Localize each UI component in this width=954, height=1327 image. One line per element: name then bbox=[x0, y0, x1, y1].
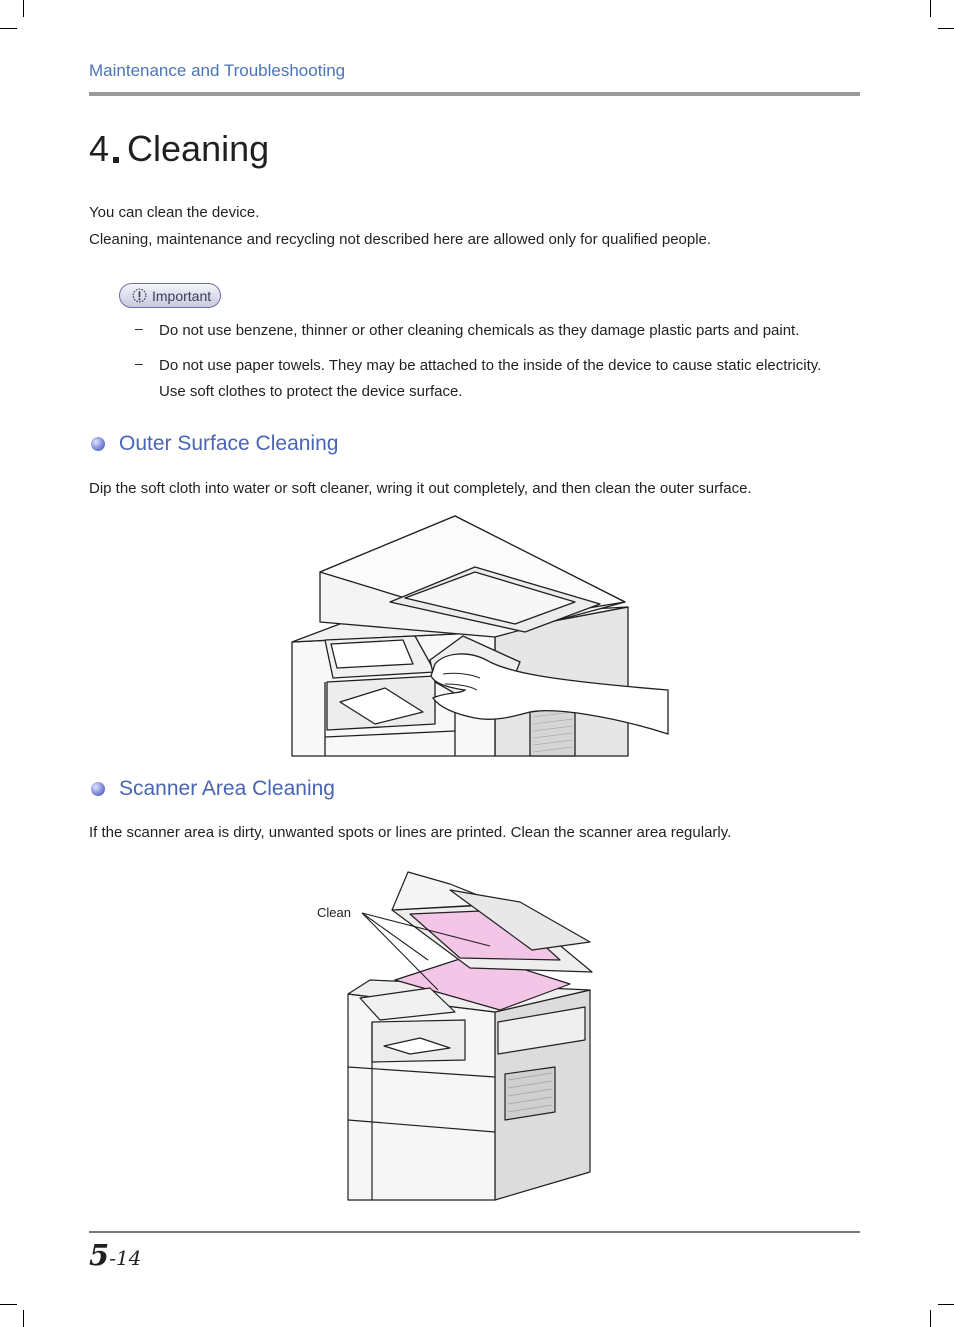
important-badge: Important bbox=[119, 283, 221, 308]
chapter-number: 5 bbox=[89, 1238, 110, 1272]
bullet-orb-icon bbox=[91, 782, 105, 796]
intro-paragraph: Cleaning, maintenance and recycling not … bbox=[89, 231, 712, 248]
outer-surface-text: Dip the soft cloth into water or soft cl… bbox=[89, 480, 752, 497]
important-icon bbox=[132, 288, 147, 303]
intro-paragraph: You can clean the device. bbox=[89, 204, 260, 221]
crop-mark bbox=[0, 28, 17, 29]
crop-mark bbox=[930, 0, 931, 17]
page-number: 5-14 bbox=[89, 1238, 141, 1272]
scanner-area-heading: Scanner Area Cleaning bbox=[91, 777, 335, 801]
scanner-area-title: Scanner Area Cleaning bbox=[119, 777, 335, 800]
crop-mark bbox=[23, 0, 24, 17]
bullet-orb-icon bbox=[91, 437, 105, 451]
crop-mark bbox=[23, 1310, 24, 1327]
outer-cleaning-illustration bbox=[291, 515, 669, 757]
important-item: Do not use paper towels. They may be att… bbox=[159, 357, 822, 374]
header-rule bbox=[89, 92, 860, 96]
page-number-suffix: -14 bbox=[109, 1246, 142, 1270]
clean-callout-label: Clean bbox=[317, 905, 351, 920]
important-item: Do not use benzene, thinner or other cle… bbox=[159, 322, 800, 339]
crop-mark bbox=[938, 28, 954, 29]
outer-surface-heading: Outer Surface Cleaning bbox=[91, 432, 338, 456]
footer-rule bbox=[89, 1231, 860, 1233]
scanner-cleaning-illustration bbox=[347, 871, 593, 1201]
running-header: Maintenance and Troubleshooting bbox=[89, 61, 346, 80]
crop-mark bbox=[0, 1304, 17, 1305]
important-item-continuation: Use soft clothes to protect the device s… bbox=[159, 383, 463, 400]
important-label: Important bbox=[152, 287, 212, 304]
section-title-text: Cleaning bbox=[127, 128, 270, 169]
crop-mark bbox=[930, 1310, 931, 1327]
section-number: 4 bbox=[89, 128, 110, 169]
page-title: 4 Cleaning bbox=[89, 128, 269, 170]
scanner-area-text: If the scanner area is dirty, unwanted s… bbox=[89, 824, 732, 841]
bullet-dash: – bbox=[135, 320, 143, 336]
crop-mark bbox=[938, 1304, 954, 1305]
bullet-dash: – bbox=[135, 355, 143, 371]
outer-surface-title: Outer Surface Cleaning bbox=[119, 432, 339, 455]
section-number-dot bbox=[113, 157, 120, 163]
